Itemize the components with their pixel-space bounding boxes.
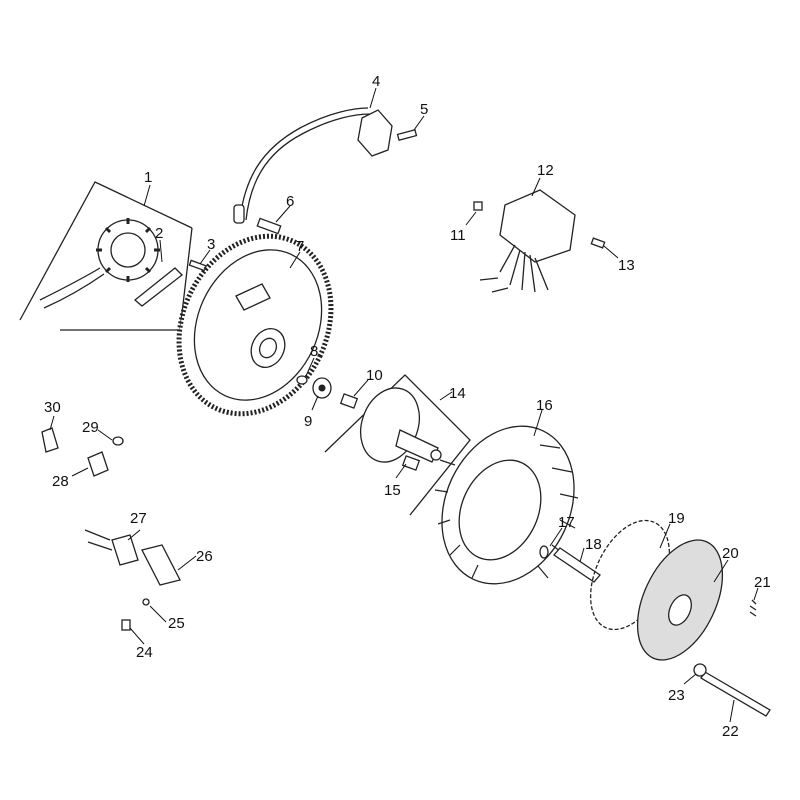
callout-9: 9 [304, 413, 312, 430]
callout-7: 7 [296, 238, 304, 255]
callout-6: 6 [286, 193, 294, 210]
regulator-12 [479, 189, 576, 293]
washer-29 [112, 436, 124, 446]
callout-11: 11 [450, 227, 466, 244]
callout-18: 18 [585, 536, 602, 553]
washer-17 [539, 545, 549, 559]
spark-connector-6 [256, 217, 282, 235]
callout-5: 5 [420, 101, 428, 118]
callout-2: 2 [155, 225, 163, 242]
callout-10: 10 [366, 367, 383, 384]
callout-25: 25 [168, 615, 185, 632]
washer-25 [142, 598, 150, 606]
callout-19: 19 [668, 510, 685, 527]
screw-24 [121, 619, 131, 631]
screw-3 [188, 259, 208, 272]
callout-labels: 1 2 3 4 5 6 7 8 9 10 11 12 13 14 15 16 1… [44, 73, 771, 740]
callout-30: 30 [44, 399, 61, 416]
callout-28: 28 [52, 473, 69, 490]
flywheel [176, 233, 334, 417]
spring-21 [749, 599, 757, 617]
callout-23: 23 [668, 687, 685, 704]
stator-assembly [19, 181, 193, 331]
hub-assembly [324, 374, 471, 516]
callout-17: 17 [558, 514, 575, 531]
bolt-22 [700, 671, 771, 717]
callout-27: 27 [130, 510, 147, 527]
screw-5 [396, 128, 418, 142]
pin-18 [553, 547, 601, 583]
callout-1: 1 [144, 169, 152, 186]
callout-13: 13 [618, 257, 635, 274]
leader-lines [49, 87, 759, 723]
callout-15: 15 [384, 482, 401, 499]
callout-16: 16 [536, 397, 553, 414]
bracket-26 [141, 544, 181, 586]
screw-13 [590, 237, 606, 249]
nut-11 [473, 201, 483, 211]
callout-24: 24 [136, 644, 153, 661]
callout-8: 8 [310, 343, 318, 360]
bracket-27 [84, 529, 139, 566]
key-8 [296, 375, 308, 385]
callout-12: 12 [537, 162, 554, 179]
callout-26: 26 [196, 548, 213, 565]
clip-30 [41, 427, 59, 453]
clip-28 [87, 451, 109, 477]
callout-22: 22 [722, 723, 739, 740]
callout-14: 14 [449, 385, 466, 402]
callout-20: 20 [722, 545, 739, 562]
ignition-lead [233, 107, 393, 224]
blower-fan [434, 425, 579, 585]
washer-23 [693, 663, 707, 677]
callout-3: 3 [207, 236, 215, 253]
screen-20 [636, 539, 724, 661]
washer-9 [312, 377, 332, 399]
callout-21: 21 [754, 574, 771, 591]
callout-29: 29 [82, 419, 99, 436]
callout-4: 4 [372, 73, 380, 90]
bolt-10 [339, 393, 359, 409]
